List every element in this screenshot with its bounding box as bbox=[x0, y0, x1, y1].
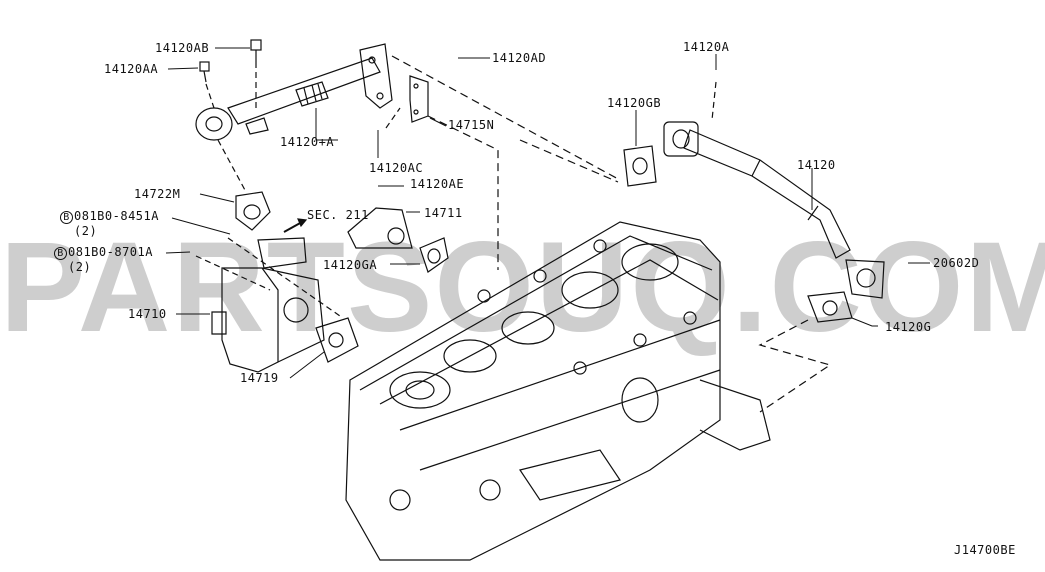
diagram-code: J14700BE bbox=[954, 543, 1016, 557]
gasket-14120GB bbox=[623, 145, 657, 187]
label-14710[interactable]: 14710 bbox=[128, 307, 167, 321]
bolt-14120AA bbox=[199, 61, 210, 83]
valve-14711 bbox=[347, 207, 413, 249]
label-14120AD[interactable]: 14120AD bbox=[492, 51, 547, 65]
label-14120AC[interactable]: 14120AC bbox=[369, 161, 424, 175]
bolt-qty: (2) bbox=[68, 260, 92, 274]
bolt-code: 081B0-8451A bbox=[74, 209, 159, 223]
bolt-badge-icon: B bbox=[54, 247, 67, 260]
watermark: PARTSOUQ.COM bbox=[0, 216, 1045, 359]
label-14120GA[interactable]: 14120GA bbox=[323, 258, 378, 272]
label-14120G[interactable]: 14120G bbox=[885, 320, 932, 334]
gasket-14120GA bbox=[419, 237, 449, 273]
egr-valve-14710 bbox=[211, 237, 325, 373]
bolt-14120AB bbox=[250, 39, 262, 62]
label-14120GB[interactable]: 14120GB bbox=[607, 96, 662, 110]
label-14120AA[interactable]: 14120AA bbox=[104, 62, 159, 76]
gasket-14719 bbox=[315, 317, 359, 363]
label-14120AB[interactable]: 14120AB bbox=[155, 41, 210, 55]
bolt-qty: (2) bbox=[74, 224, 98, 238]
bolt-badge-icon: B bbox=[60, 211, 73, 224]
gasket-14722M bbox=[235, 191, 271, 231]
bolt-code: 081B0-8701A bbox=[68, 245, 153, 259]
egr-tube-left bbox=[195, 43, 393, 141]
bracket-14715N bbox=[409, 75, 429, 123]
label-20602D[interactable]: 20602D bbox=[933, 256, 980, 270]
label-14715N[interactable]: 14715N bbox=[448, 118, 495, 132]
egr-tube-right bbox=[663, 121, 885, 299]
label-14719[interactable]: 14719 bbox=[240, 371, 279, 385]
section-ref-sec-211[interactable]: SEC. 211 bbox=[307, 208, 369, 222]
label-14120A[interactable]: 14120A bbox=[683, 40, 730, 54]
label-14722M[interactable]: 14722M bbox=[134, 187, 181, 201]
cylinder-head bbox=[345, 221, 771, 561]
label-14120-plus-A[interactable]: 14120+A bbox=[280, 135, 335, 149]
label-14120AE[interactable]: 14120AE bbox=[410, 177, 465, 191]
label-14711[interactable]: 14711 bbox=[424, 206, 463, 220]
gasket-14120G bbox=[807, 291, 853, 323]
label-14120[interactable]: 14120 bbox=[797, 158, 836, 172]
